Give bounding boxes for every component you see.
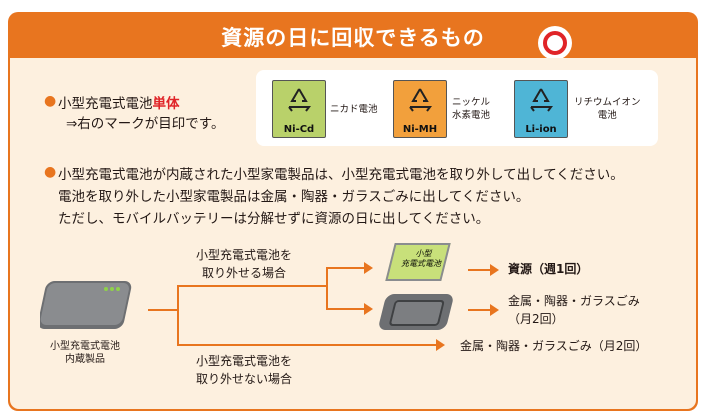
removable-case-label: 小型充電式電池を 取り外せる場合	[196, 248, 293, 280]
connector	[177, 285, 327, 287]
ni-mh-mark: Ni-MH	[393, 80, 447, 138]
recycle-icon	[530, 88, 553, 112]
bullet-dot: ●	[44, 164, 57, 180]
bullet-dot: ●	[44, 93, 57, 109]
result-metal-line2: （月2回）	[508, 312, 564, 326]
connector	[177, 285, 179, 345]
result-resource: 資源（週1回）	[508, 262, 589, 276]
device-label: 小型充電式電池 内蔵製品	[50, 341, 120, 365]
section2-line1: 小型充電式電池が内蔵された小型家電製品は、小型充電式電池を取り外して出してくださ…	[58, 167, 624, 183]
arrow-right-icon	[436, 339, 445, 351]
mark-code: Li-ion	[525, 124, 557, 135]
connector	[468, 309, 492, 311]
ni-cd-label: ニカド電池	[330, 104, 378, 115]
arrow-right-icon	[364, 262, 373, 274]
section2-line2: 電池を取り外した小型家電製品は金属・陶器・ガラスごみに出してください。	[58, 189, 530, 205]
connector	[326, 308, 366, 310]
arrow-right-icon	[364, 303, 373, 315]
battery-slot	[388, 300, 445, 326]
arrow-right-icon	[490, 264, 499, 276]
section1-line2: ⇒右のマークが目印です。	[66, 116, 225, 132]
collection-ok-circle-icon	[538, 26, 572, 60]
opened-device-illustration	[377, 294, 455, 330]
result-metal-single: 金属・陶器・ガラスごみ（月2回）	[460, 339, 648, 353]
recycle-marks-box: Ni-Cd ニカド電池 Ni-MH ニッケル 水素電池 Li-ion リチウムイ…	[256, 70, 658, 146]
connector	[468, 269, 492, 271]
li-ion-label: リチウムイオン 電池	[574, 97, 641, 121]
mark-code: Ni-MH	[402, 124, 438, 135]
battery-illustration: 小型 充電式電池	[385, 243, 451, 281]
arrow-right-icon	[490, 304, 499, 316]
section1-text: 小型充電式電池	[58, 96, 153, 112]
li-ion-mark: Li-ion	[514, 80, 568, 138]
ni-mh-label: ニッケル 水素電池	[452, 97, 491, 121]
device-illustration	[40, 281, 132, 329]
battery-label: 小型 充電式電池	[400, 249, 443, 268]
section2-line3: ただし、モバイルバッテリーは分解せずに資源の日に出してください。	[58, 211, 490, 227]
section1-line1: 小型充電式電池単体	[58, 92, 180, 112]
not-removable-case-label: 小型充電式電池を 取り外せない場合	[196, 354, 293, 386]
mark-code: Ni-Cd	[283, 124, 315, 135]
recycle-icon	[288, 88, 311, 112]
result-metal-line1: 金属・陶器・ガラスごみ	[508, 294, 640, 308]
connector	[326, 267, 328, 309]
ni-cd-mark: Ni-Cd	[272, 80, 326, 138]
section1-emphasis: 単体	[152, 96, 180, 112]
recycle-icon	[409, 88, 432, 112]
panel-title: 資源の日に回収できるもの	[221, 26, 485, 50]
connector	[326, 267, 366, 269]
connector	[177, 344, 439, 346]
connector	[148, 309, 178, 311]
